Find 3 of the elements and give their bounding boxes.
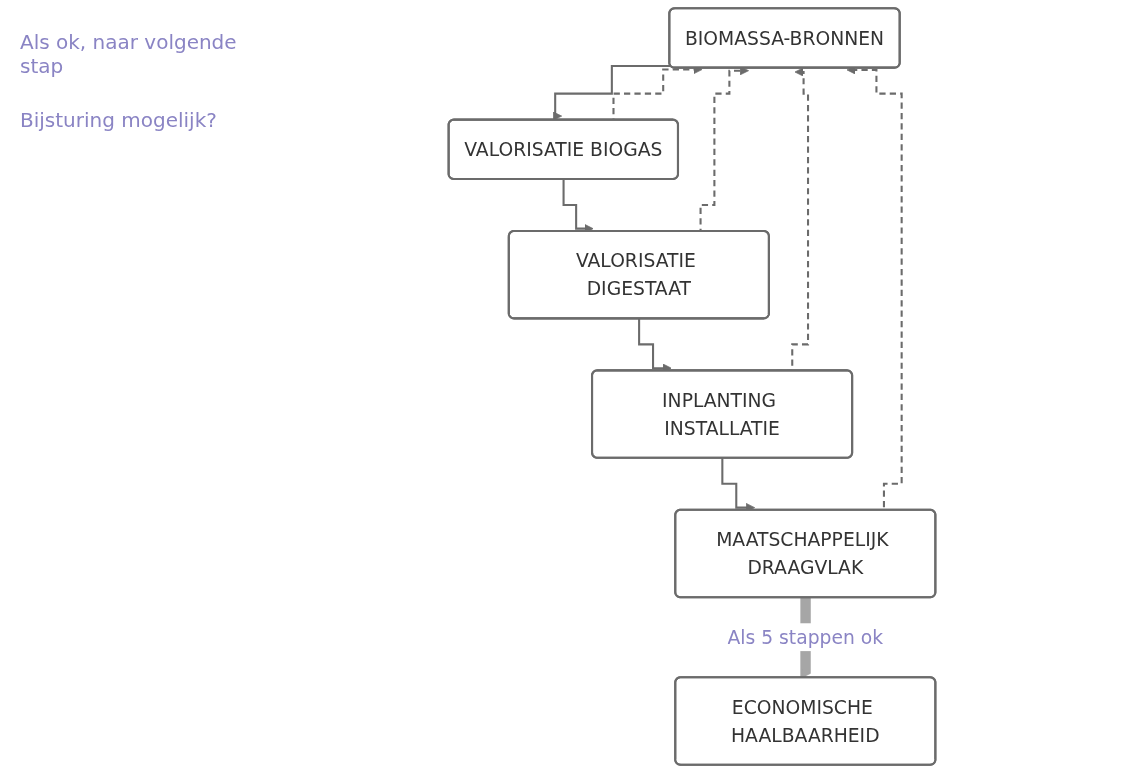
- note-text: Bijsturing mogelijk?: [20, 108, 218, 132]
- note-text: Als ok, naar volgende stap: [20, 30, 238, 78]
- edge-label: Als 5 stappen ok: [727, 626, 884, 649]
